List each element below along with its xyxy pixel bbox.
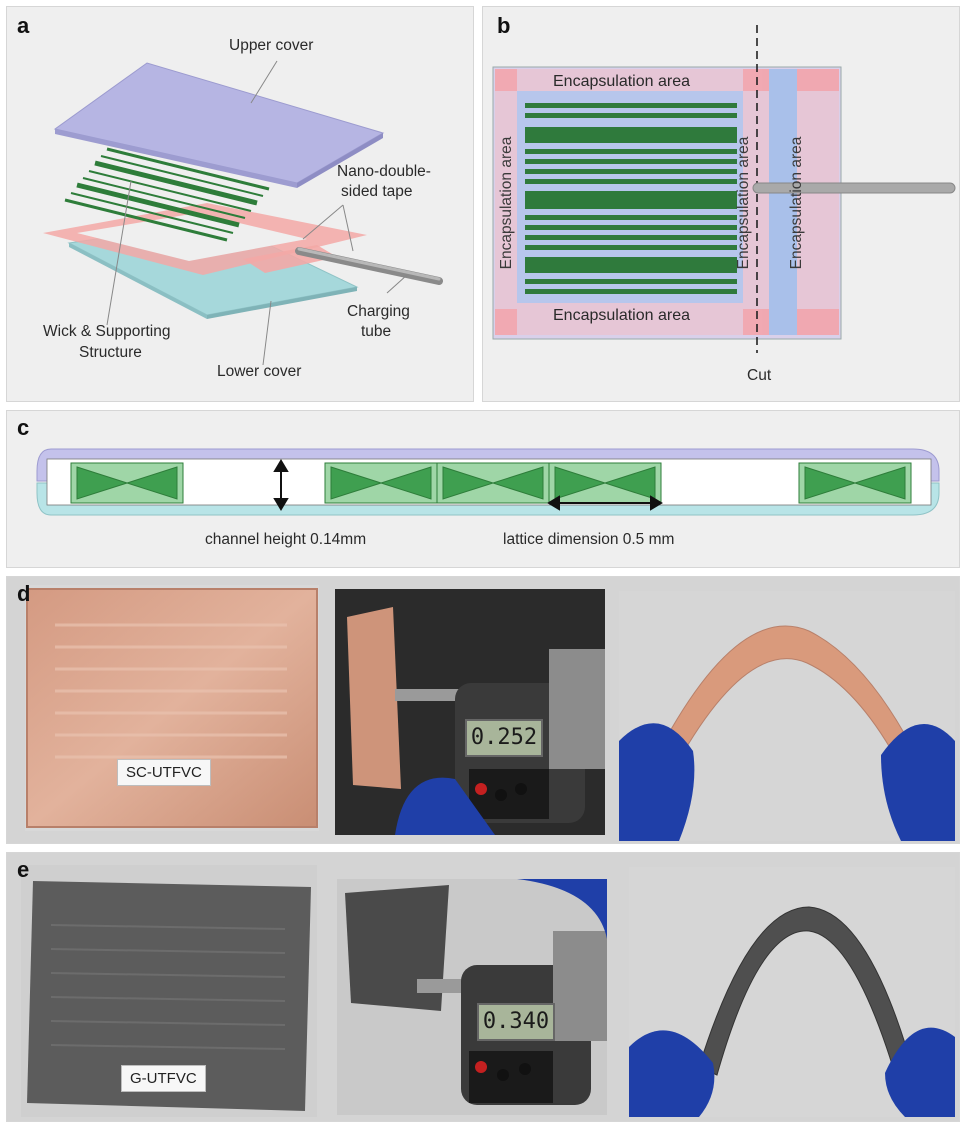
panel-c-label: c (17, 415, 30, 440)
panel-a-label: a (17, 13, 30, 38)
channel-height-label: channel height 0.14mm (205, 531, 367, 548)
micrometer-reading-e: 0.340 (477, 1003, 555, 1041)
cross-section-diagram (36, 448, 940, 516)
wick-label-line2: Structure (79, 344, 142, 361)
encapsulation-top-label: Encapsulation area (553, 73, 690, 90)
copper-sheet-photo: SC-UTFVC (25, 585, 319, 831)
top-view-diagram (492, 25, 956, 353)
sc-utfvc-tag: SC-UTFVC (117, 759, 211, 786)
lattice-dimension-label: lattice dimension 0.5 mm (503, 531, 675, 548)
lattice-cells (70, 462, 912, 504)
panel-e: e G-UTFVC 0.340 (6, 852, 960, 1122)
charging-tube-label-line2: tube (361, 323, 392, 340)
panel-d-label: d (17, 581, 31, 606)
charging-tube-label-line1: Charging (347, 303, 410, 320)
encapsulation-mid-label: Encapsulation area (735, 136, 752, 270)
panel-b-label: b (497, 13, 511, 38)
graphite-sheet-photo: G-UTFVC (21, 865, 317, 1117)
lattice-dimension-arrow (547, 495, 663, 511)
wick-structure (64, 147, 270, 242)
g-utfvc-tag: G-UTFVC (121, 1065, 206, 1092)
lower-cover-label: Lower cover (217, 363, 302, 380)
cut-label: Cut (747, 367, 772, 384)
charging-tube-topview (752, 182, 956, 194)
micrometer-photo-d: 0.252 (335, 589, 605, 835)
micrometer-reading-d: 0.252 (465, 719, 543, 757)
tape-label-line1: Nano-double- (337, 163, 431, 180)
encapsulation-bottom-label: Encapsulation area (553, 307, 690, 324)
panel-c: c (6, 410, 960, 568)
channel-height-arrow (273, 459, 289, 511)
tape-label-line2: sided tape (341, 183, 413, 200)
panel-d: d SC-UTFVC (6, 576, 960, 844)
charging-tube (295, 247, 443, 285)
micrometer-photo-e: 0.340 (337, 879, 607, 1115)
bent-copper-photo (619, 591, 955, 841)
encapsulation-right-label: Encapsulation area (788, 136, 805, 270)
panel-e-label: e (17, 857, 30, 882)
panel-a: a (6, 6, 474, 402)
encapsulation-left-label: Encapsulation area (498, 136, 515, 270)
wick-label-line1: Wick & Supporting (43, 323, 171, 340)
bent-graphite-photo (629, 867, 955, 1117)
upper-cover-label: Upper cover (229, 37, 314, 54)
panel-b: b (482, 6, 960, 402)
wick-strips (525, 103, 737, 294)
exploded-view-diagram (43, 60, 443, 366)
